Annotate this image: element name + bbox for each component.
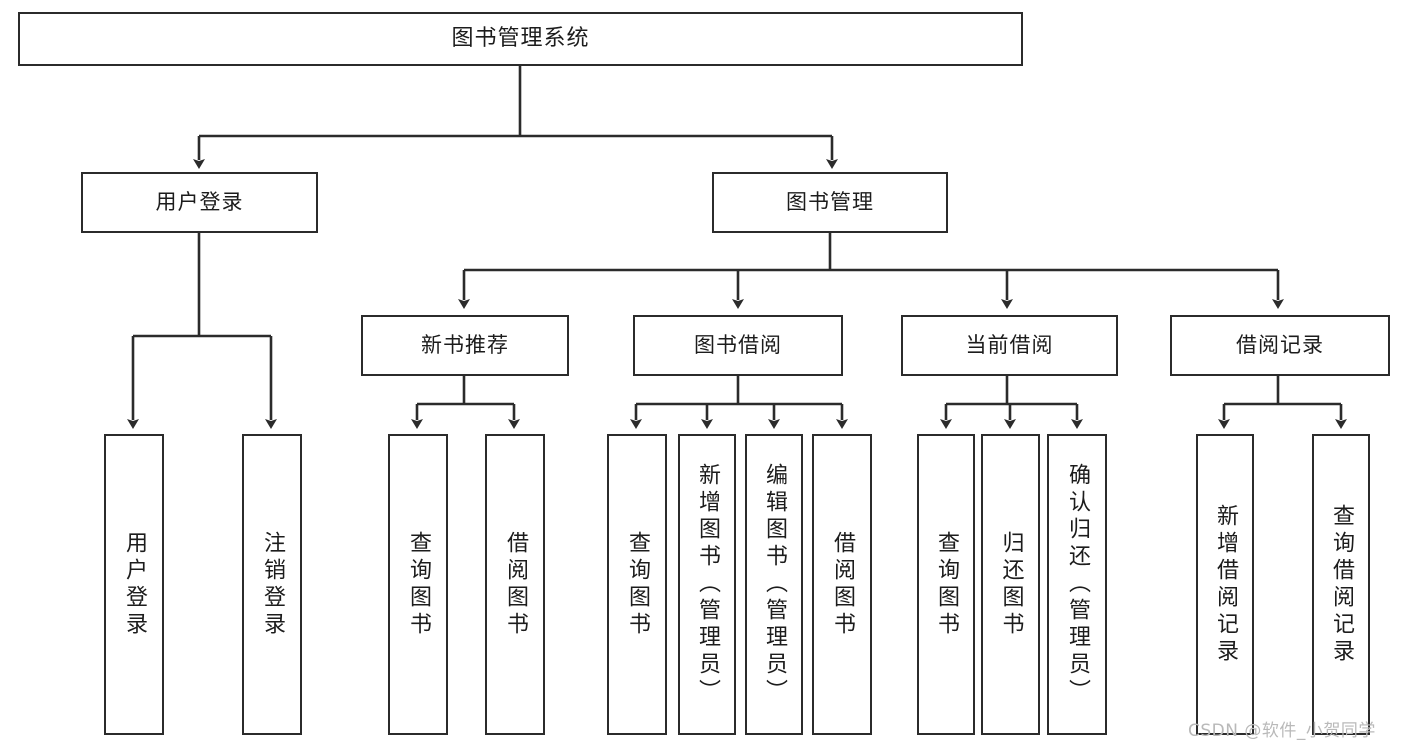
leaf-user-login[interactable]: 用户登录 [104,434,164,735]
node-label: 用户登录 [122,530,147,639]
node-label: 新增图书（管理员） [695,463,720,706]
node-user-login[interactable]: 用户登录 [81,172,318,233]
leaf-return-book[interactable]: 归还图书 [981,434,1040,735]
leaf-add-book-admin[interactable]: 新增图书（管理员） [678,434,736,735]
node-label: 查询图书 [406,530,431,639]
leaf-borrow-book-borrow[interactable]: 借阅图书 [812,434,872,735]
leaf-borrow-book-recommend[interactable]: 借阅图书 [485,434,545,735]
node-label: 新书推荐 [421,333,509,358]
node-label: 确认归还（管理员） [1065,463,1090,706]
node-label: 借阅记录 [1236,333,1324,358]
node-label: 图书管理 [786,190,874,215]
leaf-query-book-recommend[interactable]: 查询图书 [388,434,448,735]
node-label: 编辑图书（管理员） [762,463,787,706]
node-label: 查询借阅记录 [1329,503,1354,666]
leaf-logout-login[interactable]: 注销登录 [242,434,302,735]
node-label: 查询图书 [625,530,650,639]
node-new-book-recommend[interactable]: 新书推荐 [361,315,569,376]
leaf-query-book-current[interactable]: 查询图书 [917,434,975,735]
node-label: 借阅图书 [830,530,855,639]
leaf-query-book-borrow[interactable]: 查询图书 [607,434,667,735]
node-label: 用户登录 [155,190,244,215]
leaf-confirm-return-admin[interactable]: 确认归还（管理员） [1047,434,1107,735]
node-label: 新增借阅记录 [1213,503,1238,666]
node-label: 注销登录 [260,530,285,639]
node-label: 图书管理系统 [451,26,590,52]
node-borrow-record[interactable]: 借阅记录 [1170,315,1390,376]
node-current-borrow[interactable]: 当前借阅 [901,315,1118,376]
leaf-add-borrow-record[interactable]: 新增借阅记录 [1196,434,1254,735]
leaf-query-borrow-record[interactable]: 查询借阅记录 [1312,434,1370,735]
node-book-manage[interactable]: 图书管理 [712,172,948,233]
node-label: 借阅图书 [503,530,528,639]
node-label: 当前借阅 [965,333,1054,358]
node-label: 查询图书 [934,530,959,639]
node-label: 归还图书 [998,530,1024,639]
leaf-edit-book-admin[interactable]: 编辑图书（管理员） [745,434,803,735]
node-book-borrow[interactable]: 图书借阅 [633,315,843,376]
node-root-system[interactable]: 图书管理系统 [18,12,1023,66]
csdn-watermark: CSDN @软件_小贺同学 [1188,721,1376,741]
node-label: 图书借阅 [694,333,782,358]
